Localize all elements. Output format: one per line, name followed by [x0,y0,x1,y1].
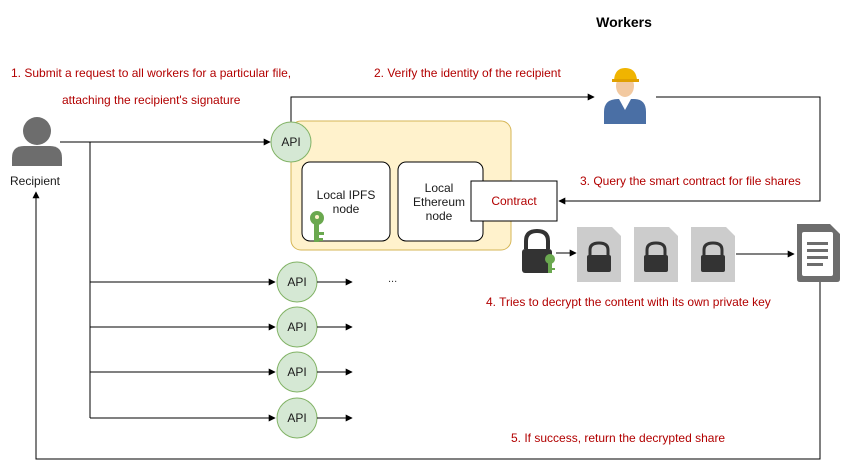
svg-text:Local IPFS: Local IPFS [317,188,376,202]
api-node-worker-4: API [276,351,318,393]
encrypted-share-1 [577,227,621,282]
local-ethereum-node: Local Ethereum node [397,161,484,242]
encrypted-share-3 [691,227,735,282]
worker-icon [604,68,646,124]
svg-text:API: API [287,365,306,379]
svg-text:Contract: Contract [491,194,537,208]
api-node-worker-3: API [276,306,318,348]
step-3-text: 3. Query the smart contract for file sha… [580,174,801,188]
lock-key-icon [522,228,555,273]
recipient-label: Recipient [10,174,61,188]
workers-title: Workers [596,14,652,30]
svg-text:Local: Local [425,181,454,195]
step-4-text: 4. Tries to decrypt the content with its… [486,295,771,309]
local-ipfs-node: Local IPFS node [301,161,391,242]
step-1-line-2: attaching the recipient's signature [62,93,241,107]
smart-contract-box: Contract [470,180,558,222]
step-1-line-1: 1. Submit a request to all workers for a… [11,66,291,80]
ellipsis-text: ... [388,273,397,285]
encrypted-share-2 [634,227,678,282]
svg-text:node: node [426,209,453,223]
svg-text:API: API [287,320,306,334]
svg-text:API: API [287,275,306,289]
svg-text:API: API [287,411,306,425]
document-icon [797,224,840,282]
api-node-worker-5: API [276,397,318,439]
key-icon [310,211,324,242]
step-5-text: 5. If success, return the decrypted shar… [511,431,725,445]
api-node-worker-2: API [276,261,318,303]
svg-text:API: API [281,135,300,149]
user-icon [12,117,62,166]
step-2-text: 2. Verify the identity of the recipient [374,66,561,80]
api-node-main: API [270,121,312,163]
svg-text:node: node [333,202,360,216]
svg-text:Ethereum: Ethereum [413,195,465,209]
